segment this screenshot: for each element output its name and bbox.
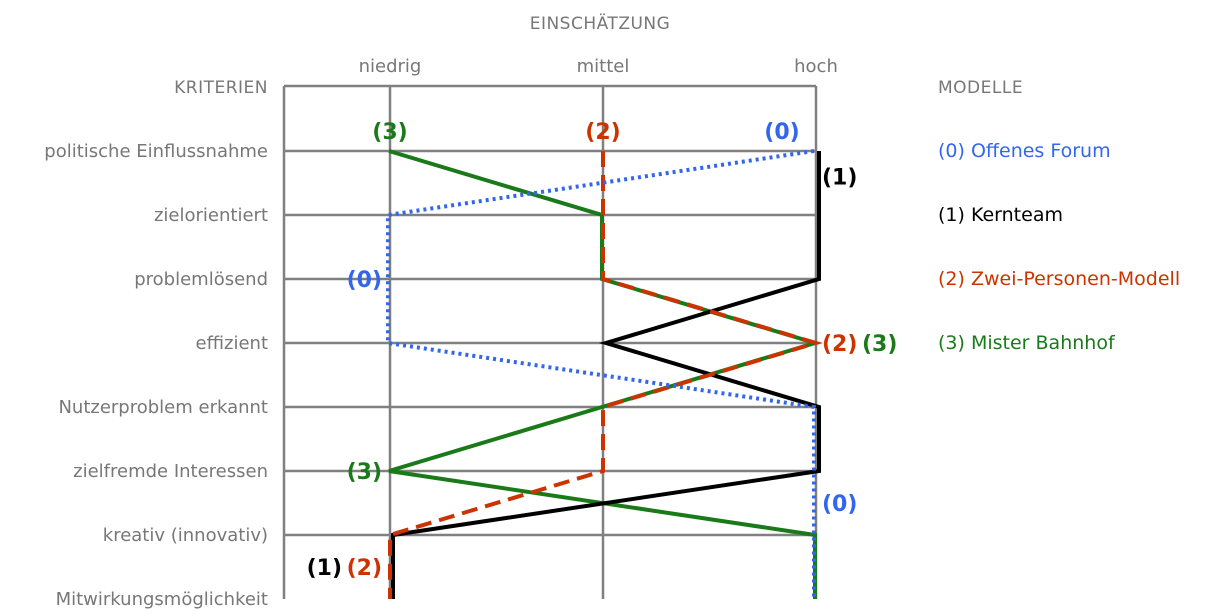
- annotation-label: (2): [822, 332, 857, 357]
- legend-item-3: (3) Mister Bahnhof: [938, 332, 1116, 354]
- criteria-labels: politische Einflussnahme zielorientiert pr…: [44, 141, 268, 610]
- annotation-label: (2): [347, 556, 382, 581]
- level-labels: niedrig mittel hoch: [359, 56, 838, 77]
- criterion-label: problemlösend: [134, 269, 268, 290]
- criterion-label: zielfremde Interessen: [73, 461, 268, 482]
- annotation-label: (1): [307, 556, 342, 581]
- criterion-label: Nutzerproblem erkannt: [58, 397, 268, 418]
- annotations: (3)(2)(0)(1)(0)(2)(3)(3)(0)(1)(2): [307, 120, 898, 581]
- legend-item-2: (2) Zwei-Personen-Modell: [938, 268, 1180, 290]
- annotation-label: (0): [347, 268, 382, 293]
- legend-title: MODELLE: [938, 78, 1023, 98]
- series-line-0: [386, 149, 816, 599]
- annotation-label: (3): [372, 120, 407, 145]
- criterion-label: kreativ (innovativ): [103, 525, 268, 546]
- legend-item-1: (1) Kernteam: [938, 204, 1063, 226]
- series-lines: [386, 149, 823, 599]
- annotation-label: (1): [822, 166, 857, 191]
- chart-title: EINSCHÄTZUNG: [530, 13, 671, 34]
- criteria-header: KRITERIEN: [174, 78, 268, 98]
- annotation-label: (0): [764, 120, 799, 145]
- criterion-label: Mitwirkungsmöglichkeit: [56, 589, 268, 610]
- level-label-hoch: hoch: [794, 56, 838, 77]
- annotation-label: (3): [862, 332, 897, 357]
- annotation-label: (3): [347, 460, 382, 485]
- level-label-mittel: mittel: [577, 56, 630, 77]
- criterion-label: politische Einflussnahme: [44, 141, 268, 162]
- legend-item-0: (0) Offenes Forum: [938, 140, 1111, 162]
- annotation-label: (2): [585, 120, 620, 145]
- annotation-label: (0): [822, 492, 857, 517]
- legend: (0) Offenes Forum (1) Kernteam (2) Zwei-Pe…: [938, 140, 1180, 354]
- series-line-2: [388, 151, 823, 599]
- criterion-label: zielorientiert: [154, 205, 268, 226]
- criterion-label: effizient: [196, 333, 268, 354]
- level-label-niedrig: niedrig: [359, 56, 422, 77]
